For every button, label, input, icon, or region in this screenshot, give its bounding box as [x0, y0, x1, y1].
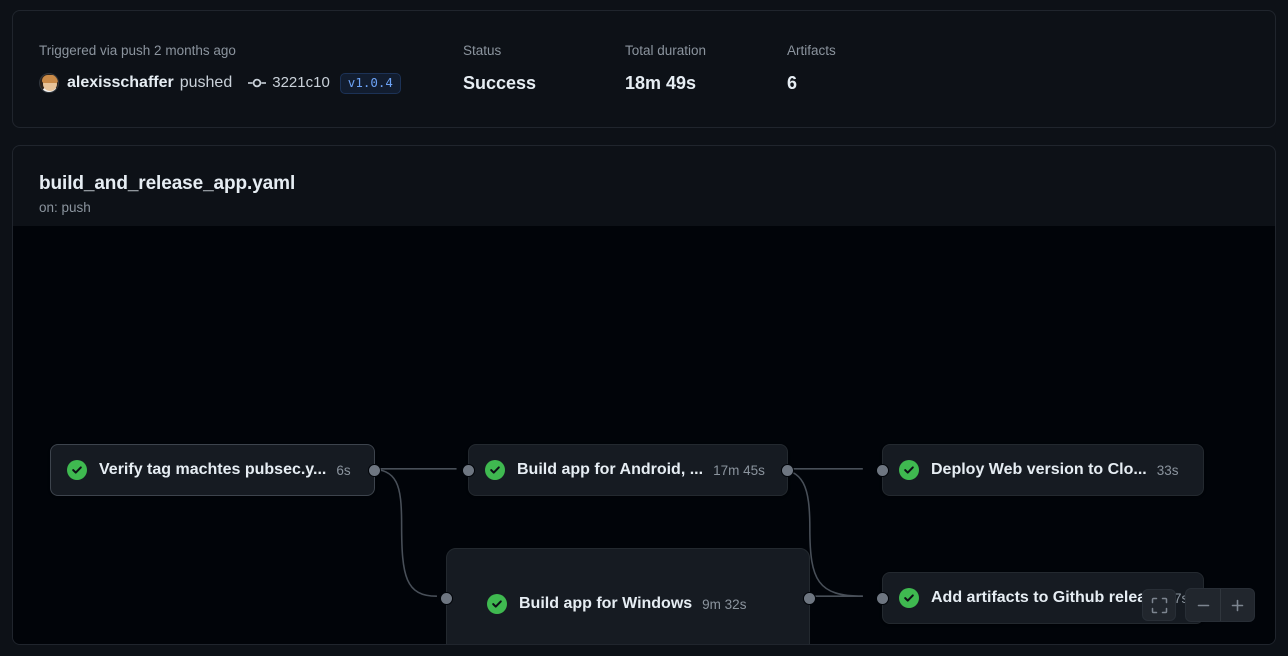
minus-icon [1197, 604, 1209, 606]
node-port-right [803, 591, 816, 605]
check-circle-icon [899, 588, 919, 608]
job-node-label: Build app for Android, ... [517, 461, 704, 478]
artifacts-value[interactable]: 6 [787, 73, 798, 93]
job-node-label: Verify tag machtes pubsec.y... [99, 461, 327, 478]
job-node-verify[interactable]: Verify tag machtes pubsec.y... 6s [50, 444, 381, 496]
check-circle-icon [899, 460, 919, 480]
fit-to-screen-icon [1151, 597, 1167, 613]
job-node-android[interactable]: Build app for Android, ... 17m 45s [462, 444, 794, 496]
zoom-control-group [1185, 588, 1255, 622]
check-circle-icon [487, 594, 507, 614]
graph-controls [1142, 588, 1255, 622]
job-node-deploy-web[interactable]: Deploy Web version to Clo... 33s [876, 444, 1204, 496]
job-row-duration: 9m 32s [702, 596, 747, 612]
trigger-column: Triggered via push 2 months ago alexissc… [39, 42, 463, 94]
node-port-right [781, 463, 794, 477]
duration-column: Total duration 18m 49s [625, 42, 787, 94]
job-row-windows[interactable]: Build app for Windows 9m 32s [487, 592, 746, 616]
job-row-label: Build app for Windows [519, 595, 693, 612]
workflow-trigger-event: on: push [39, 200, 91, 215]
node-port-right [368, 463, 381, 477]
duration-label: Total duration [625, 43, 707, 58]
graph-canvas[interactable]: Verify tag machtes pubsec.y... 6s Build … [13, 226, 1275, 644]
node-port-left [876, 463, 889, 477]
workflow-header: build_and_release_app.yaml on: push [13, 146, 1275, 218]
status-value: Success [463, 73, 537, 93]
zoom-out-button[interactable] [1186, 589, 1220, 621]
node-port-left [462, 463, 475, 477]
job-group-builds[interactable]: Build app for Windows 9m 32s Build app f… [440, 548, 816, 644]
commit-sha[interactable]: 3221c10 [272, 74, 330, 91]
job-node-duration: 17m 45s [713, 462, 765, 478]
duration-value: 18m 49s [625, 73, 697, 93]
job-node-duration: 7s [1173, 590, 1189, 606]
fit-to-screen-button[interactable] [1142, 589, 1176, 621]
trigger-actor-line: alexisschaffer pushed 3221c10 v1.0.4 [39, 72, 463, 94]
node-port-left [440, 591, 453, 605]
workflow-graph-panel: build_and_release_app.yaml on: push [12, 145, 1276, 645]
tag-badge[interactable]: v1.0.4 [339, 72, 401, 94]
actor-verb: pushed [179, 74, 233, 91]
run-summary-panel: Triggered via push 2 months ago alexissc… [12, 10, 1276, 128]
edge-verify-to-group [368, 468, 437, 598]
plus-icon [1231, 599, 1244, 611]
status-label: Status [463, 43, 502, 58]
artifacts-label: Artifacts [787, 43, 836, 58]
git-commit-icon [248, 75, 267, 91]
job-node-duration: 33s [1156, 462, 1179, 478]
job-node-duration: 6s [336, 462, 351, 478]
node-port-left [876, 591, 889, 605]
artifacts-column: Artifacts 6 [787, 42, 907, 94]
job-node-label: Add artifacts to Github release [931, 589, 1164, 606]
status-column: Status Success [463, 42, 625, 94]
zoom-in-button[interactable] [1220, 589, 1254, 621]
user-avatar[interactable] [39, 73, 59, 93]
check-circle-icon [67, 460, 87, 480]
trigger-label: Triggered via push 2 months ago [39, 43, 236, 58]
workflow-file-name: build_and_release_app.yaml [39, 173, 296, 194]
check-circle-icon [485, 460, 505, 480]
actor-name[interactable]: alexisschaffer [67, 74, 174, 91]
job-node-label: Deploy Web version to Clo... [931, 461, 1147, 478]
